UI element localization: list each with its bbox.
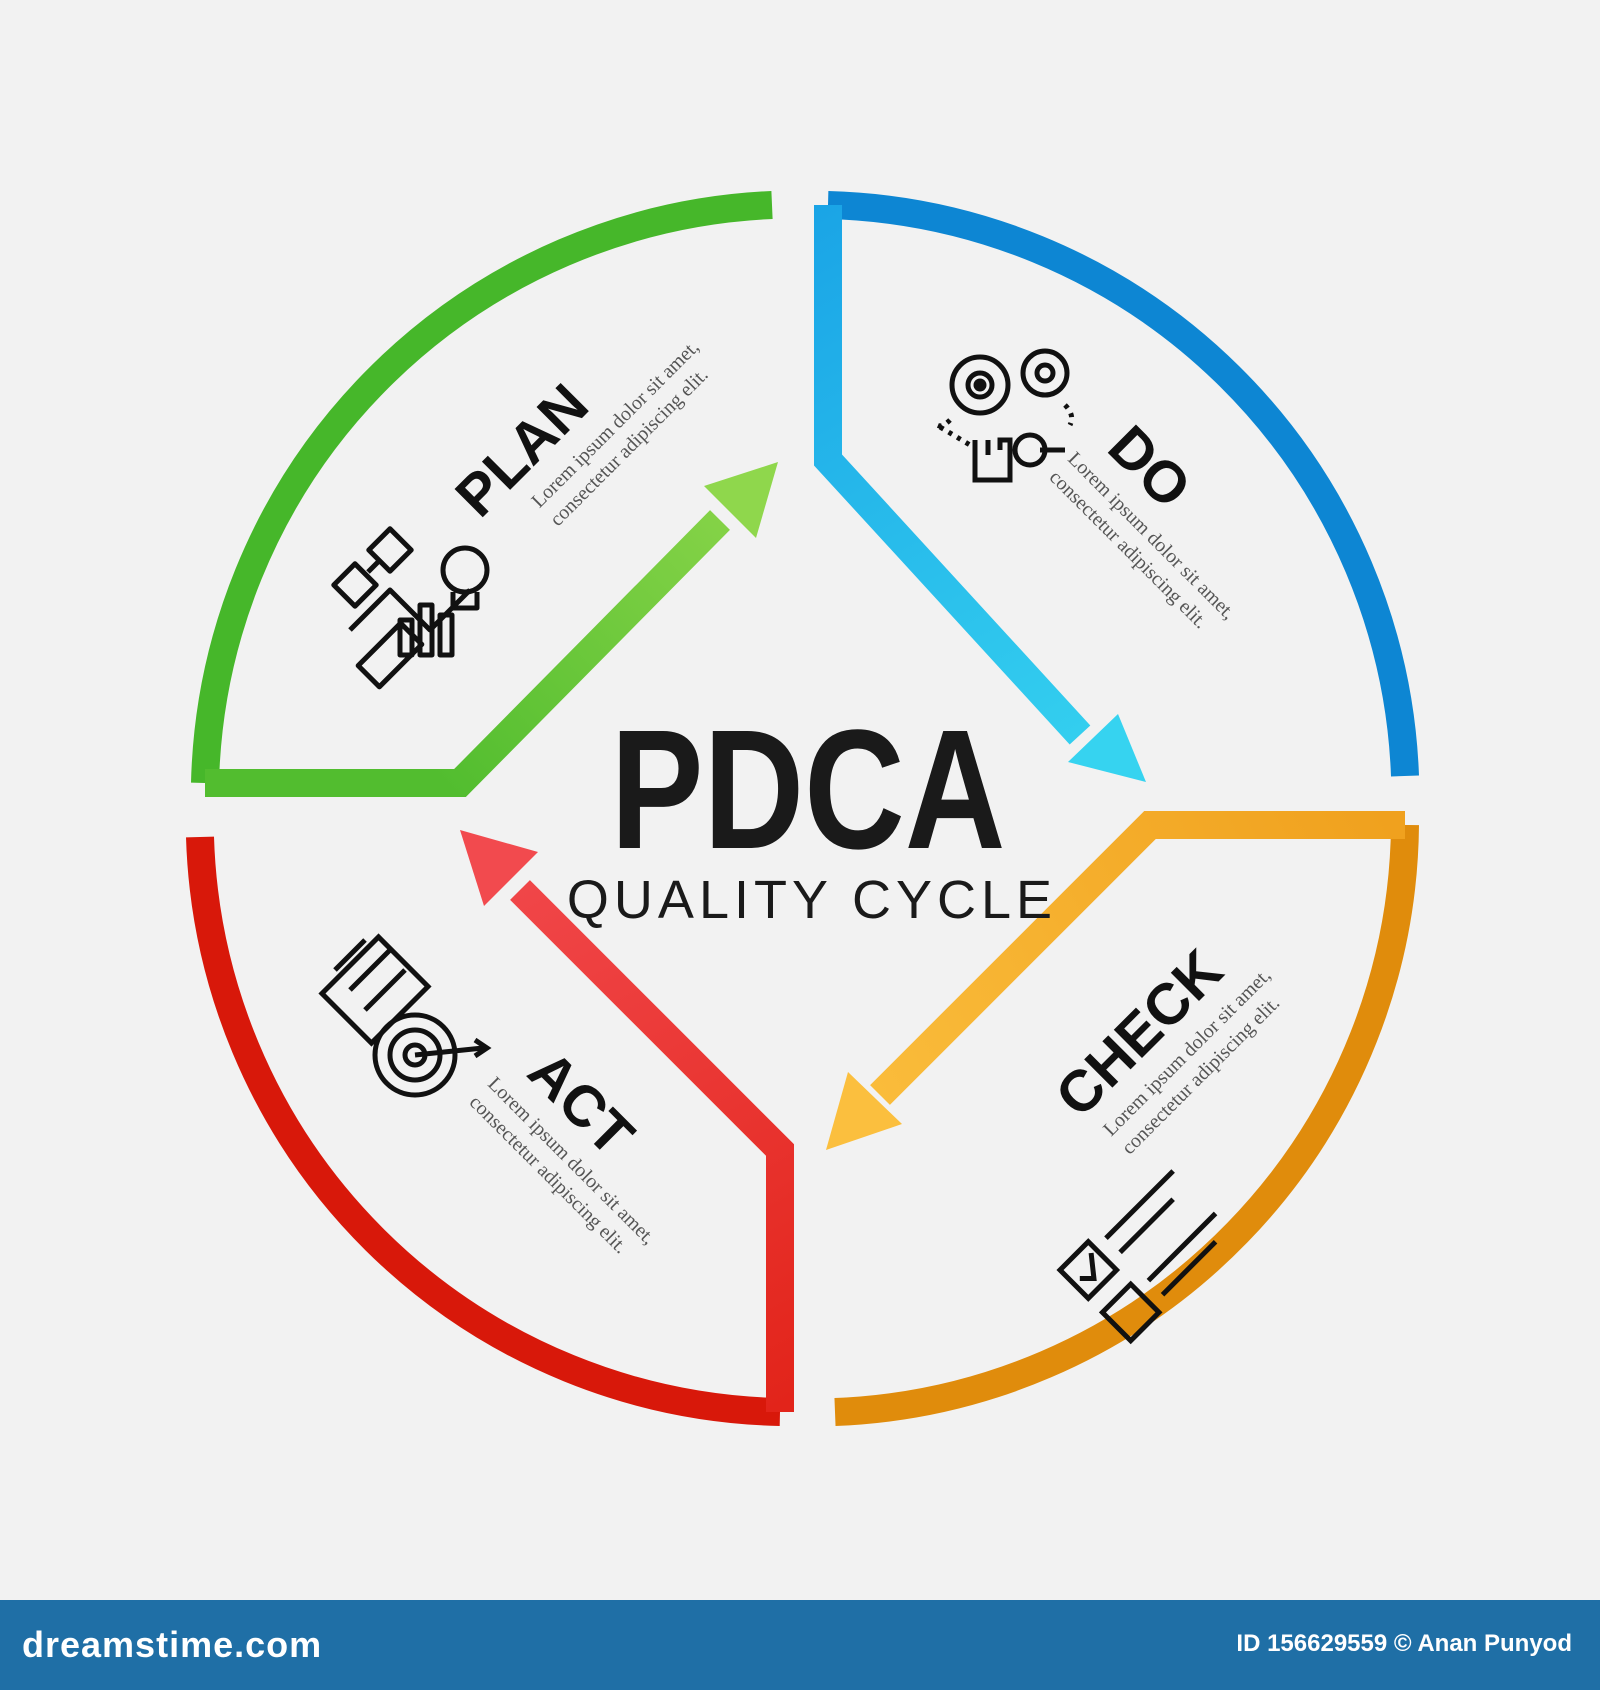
check-arrowhead: [826, 1072, 902, 1150]
check-arrow: [870, 811, 1405, 1105]
act-arrow: [510, 880, 794, 1412]
plan-quadrant: [191, 191, 778, 797]
act-quadrant: [186, 830, 794, 1426]
do-arc: [827, 191, 1419, 777]
check-text-group: CHECK Lorem ipsum dolor sit amet, consec…: [1043, 937, 1284, 1159]
target-document-icon: [318, 933, 492, 1098]
do-quadrant: [814, 191, 1419, 782]
act-arc: [186, 836, 781, 1426]
page-title: PDCA: [611, 694, 1006, 884]
checklist-icon: [1056, 1169, 1218, 1345]
do-arrowhead: [1068, 714, 1146, 782]
check-quadrant: [826, 811, 1419, 1426]
do-text-group: DO Lorem ipsum dolor sit amet, consectet…: [1045, 413, 1240, 633]
footer-bar: dreamstime.com ID 156629559 © Anan Punyo…: [0, 1600, 1600, 1690]
pdca-diagram: PDCA QUALITY CYCLE PLAN Lorem ipsum dolo…: [186, 191, 1419, 1426]
do-arrow: [814, 205, 1091, 745]
image-credit: ID 156629559 © Anan Punyod: [1236, 1630, 1572, 1657]
plan-idea-chart-icon: [331, 526, 490, 690]
plan-arc: [191, 191, 773, 784]
gears-hand-wrench-icon: [932, 348, 1075, 483]
check-arc: [834, 824, 1419, 1426]
subtitle: QUALITY CYCLE: [567, 870, 1057, 930]
brand-logo: dreamstime.com: [22, 1624, 323, 1665]
plan-arrowhead: [704, 462, 778, 538]
act-arrowhead: [460, 830, 538, 906]
plan-text-group: PLAN Lorem ipsum dolor sit amet, consect…: [443, 336, 712, 531]
plan-arrow: [205, 510, 730, 797]
